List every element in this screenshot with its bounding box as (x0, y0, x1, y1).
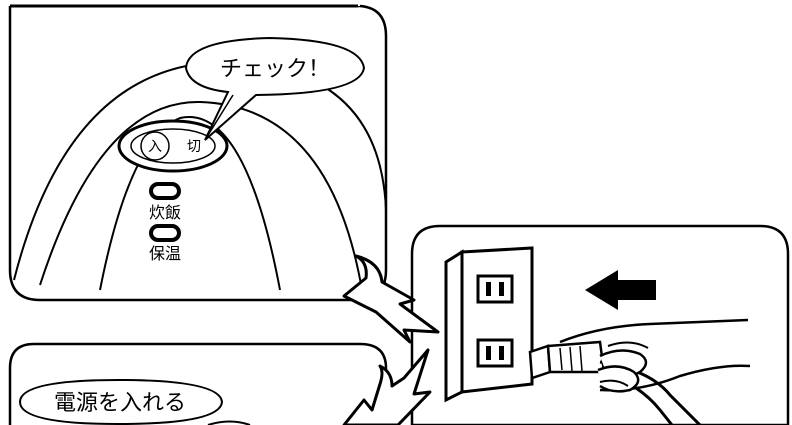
panel-frame (410, 224, 790, 425)
turn-on-power-callout: 電源を入れる (18, 378, 224, 425)
switch-on-label: 入 (148, 139, 162, 155)
hand (559, 318, 751, 393)
partial-shape (207, 420, 251, 425)
dome-inner-arc (99, 116, 281, 291)
panel-power-switch-check: 入 切 炊飯 保温 チェック！ (0, 0, 388, 302)
cook-lamp-label: 炊飯 (149, 203, 181, 222)
power-plug (528, 340, 606, 380)
warm-lamp-icon (149, 224, 181, 242)
check-callout: チェック！ (184, 36, 366, 141)
turn-on-power-callout-bubble (18, 378, 224, 425)
check-callout-bubble (184, 36, 366, 141)
outlet-socket-upper (476, 274, 514, 304)
cook-lamp-icon (149, 182, 181, 200)
turn-on-power-callout-text: 電源を入れる (54, 391, 186, 416)
check-callout-text: チェック！ (220, 57, 330, 82)
panel-turn-on-power: 電源を入れる (8, 342, 388, 425)
dome-middle-arc (39, 100, 363, 291)
check-callout-tail-line (204, 94, 234, 141)
outlet-socket-lower (476, 338, 514, 368)
flow-arrow-upper-icon (342, 254, 440, 344)
flow-arrow-lower-icon (342, 348, 432, 425)
insert-direction-arrow-icon (585, 270, 656, 310)
wall-outlet (444, 246, 534, 403)
power-switch: 入 切 (117, 119, 229, 173)
warm-lamp-label: 保温 (149, 244, 181, 263)
panel-frame (8, 342, 388, 425)
dome-outer-arc (13, 60, 387, 281)
panel-plug-outlet (410, 224, 790, 425)
switch-off-label: 切 (187, 139, 201, 155)
switch-on-indicator (140, 131, 170, 161)
